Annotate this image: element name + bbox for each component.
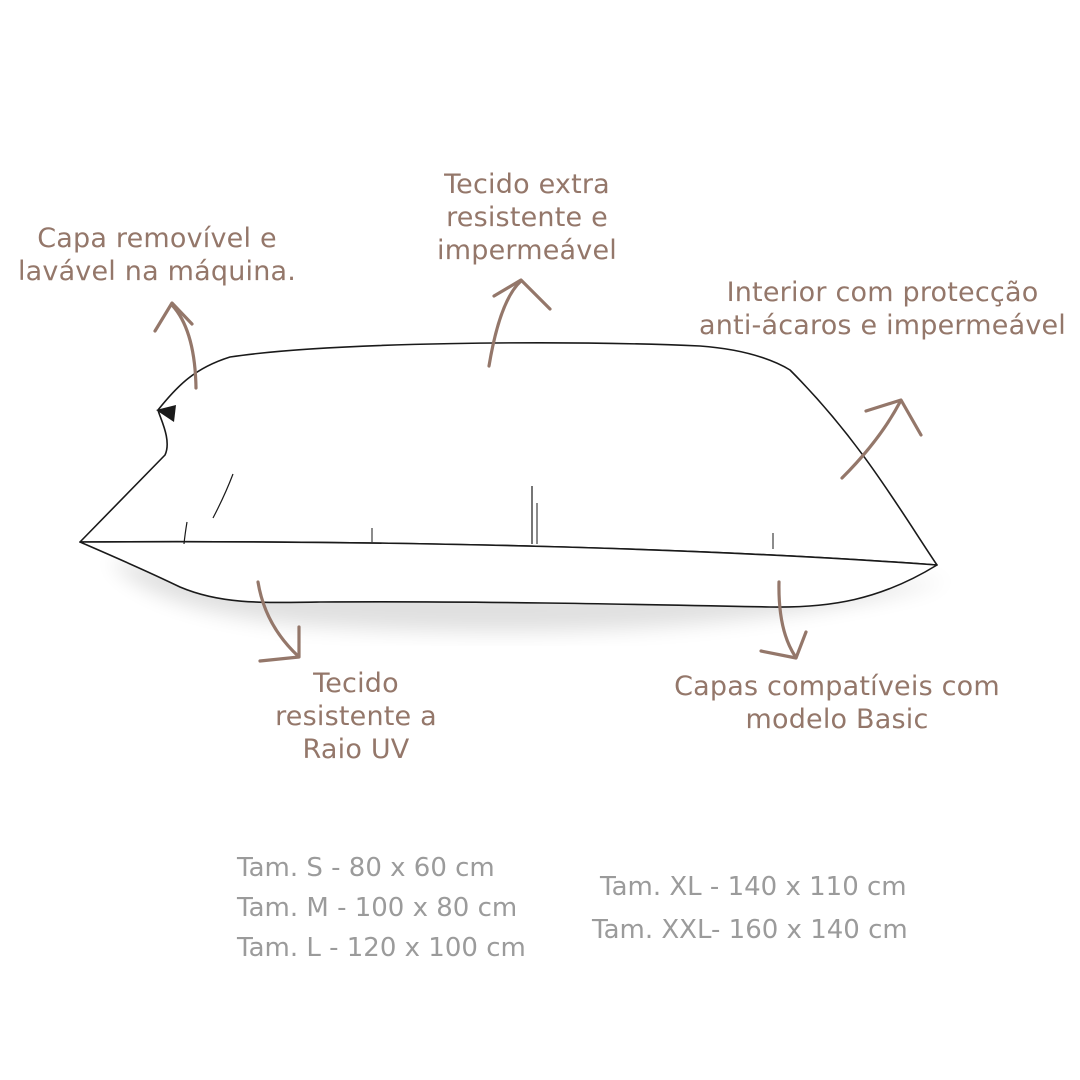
arrow-compatible-covers-icon (759, 580, 808, 660)
arrow-fabric-top-icon (487, 278, 552, 368)
annotation-removable-cover: Capa removível e lavável na máquina. (12, 222, 302, 288)
annotation-line: Capas compatíveis com (674, 671, 1000, 702)
annotation-interior: Interior com protecção anti-ácaros e imp… (690, 276, 1075, 342)
arrow-interior-icon (840, 398, 923, 480)
size-item: Tam. L - 120 x 100 cm (237, 933, 526, 963)
size-item: Tam. XL - 140 x 110 cm (600, 872, 907, 902)
annotation-line: Tecido (313, 668, 399, 699)
annotation-line: anti-ácaros e impermeável (698, 310, 1067, 341)
cushion-front-face (79, 540, 938, 608)
fold-line (183, 521, 188, 545)
arrow-removable-cover-icon (153, 301, 198, 390)
annotation-uv-fabric: Tecido resistente a Raio UV (256, 667, 456, 766)
size-item: Tam. M - 100 x 80 cm (237, 893, 518, 923)
annotation-line: modelo Basic (745, 704, 929, 735)
size-list-right: Tam. XL - 140 x 110 cm Tam. XXL- 160 x 1… (592, 866, 908, 952)
fold-line (212, 473, 234, 519)
size-list-left: Tam. S - 80 x 60 cm Tam. M - 100 x 80 cm… (237, 848, 526, 968)
annotation-fabric-top: Tecido extra resistente e impermeável (417, 168, 637, 267)
annotation-line: resistente a (275, 701, 437, 732)
size-item: Tam. XXL- 160 x 140 cm (592, 915, 908, 945)
annotation-line: lavável na máquina. (17, 256, 297, 287)
annotation-line: Capa removível e (37, 223, 277, 254)
annotation-compatible-covers: Capas compatíveis com modelo Basic (662, 670, 1012, 736)
arrow-uv-fabric-icon (256, 580, 301, 663)
zipper-pull-icon (156, 405, 176, 422)
annotation-line: Raio UV (302, 734, 410, 765)
annotation-line: Tecido extra (444, 169, 610, 200)
annotation-line: impermeável (437, 235, 617, 266)
size-item: Tam. S - 80 x 60 cm (237, 853, 495, 883)
annotation-line: Interior com protecção (726, 277, 1039, 308)
annotation-line: resistente e (446, 202, 608, 233)
